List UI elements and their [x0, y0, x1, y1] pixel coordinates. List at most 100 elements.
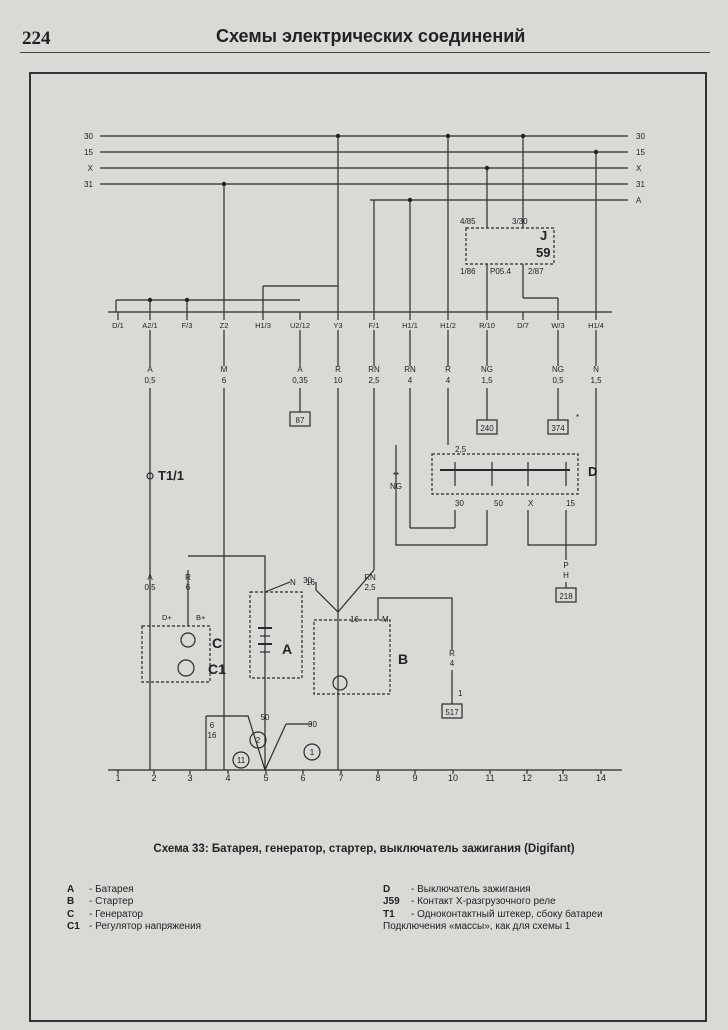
asterisk: 1 [458, 689, 463, 698]
bottom-number: 8 [375, 773, 380, 783]
ground-point-label: 1 [310, 748, 315, 757]
generator-symbol [180, 632, 196, 648]
connector-label: W/3 [551, 321, 564, 330]
component-label-d: D [588, 464, 597, 479]
regulator-symbol [177, 659, 195, 677]
bottom-number: 6 [300, 773, 305, 783]
legend-item: Подключения «массы», как для схемы 1 [383, 920, 571, 932]
wire [337, 569, 375, 613]
bus-label: 30 [84, 132, 93, 141]
connector-label: R/10 [479, 321, 495, 330]
connector-label: A2/1 [142, 321, 157, 330]
wire-color-label: A [147, 365, 153, 374]
ref-box [441, 703, 463, 719]
relay-pin: 4/85 [460, 217, 476, 226]
switch-pin-label: 15 [566, 499, 575, 508]
switch-pin-label: 50 [494, 499, 503, 508]
diagram-frame [29, 72, 707, 1022]
ground-point-label: 11 [237, 756, 246, 765]
wires [100, 133, 628, 774]
diagram-caption: Схема 33: Батарея, генератор, стартер, в… [153, 843, 575, 855]
junction-dot [520, 133, 526, 139]
wire-size-label: 4 [446, 376, 451, 385]
ground-point-circle [249, 731, 267, 749]
wire-color-label: RN [404, 365, 416, 374]
bottom-number: 10 [448, 773, 458, 783]
relay-pin: 2/87 [528, 267, 544, 276]
connector-label: D/7 [517, 321, 529, 330]
connector-label: F/1 [369, 321, 380, 330]
bottom-number: 1 [115, 773, 120, 783]
wire-color-label: R [335, 365, 341, 374]
wire-size-label: 0,5 [552, 376, 564, 385]
legend-item: A- Батарея [67, 884, 134, 895]
ref-box [289, 411, 311, 427]
wire [395, 445, 488, 546]
wire-size-label: 16 [306, 578, 315, 587]
legend-item: T1- Одноконтактный штекер, сбоку батареи [383, 908, 603, 920]
connector-label: H1/4 [588, 321, 604, 330]
component-label-c1: C1 [208, 661, 226, 677]
wire-size-label: 30 [303, 576, 312, 585]
legend-item: B- Стартер [67, 896, 134, 908]
legend-left: A- Батарея B- Стартер C- Генератор C1- Р… [67, 884, 201, 933]
junction-dot [335, 133, 341, 139]
wire-size-label: 2,5 [364, 583, 376, 592]
ignition-switch-box [431, 453, 579, 495]
connector-label: H1/1 [402, 321, 418, 330]
wire-color-label: N [593, 365, 599, 374]
ground-point-circle [303, 743, 321, 761]
junction-dot [184, 297, 190, 303]
wire-size-label: 6 [186, 583, 191, 592]
wire-size-label: 4 [450, 659, 455, 668]
ref-label: 87 [296, 416, 305, 425]
legend-right: D- Выключатель зажигания J59- Контакт X-… [383, 884, 603, 933]
ref-label: 517 [445, 708, 459, 717]
ref-box [547, 419, 569, 435]
bus-label: X [636, 164, 642, 173]
relay-pin: P05.4 [490, 267, 511, 276]
bottom-number: 7 [338, 773, 343, 783]
wire-size-label: 16 [208, 731, 217, 740]
pin-label: M [382, 615, 389, 624]
pin-label: D+ [162, 613, 172, 622]
wire-color-label: R [445, 365, 451, 374]
starter-motor-icon [332, 675, 348, 691]
wire-size-label: 1,5 [590, 376, 602, 385]
bus-label: 30 [636, 132, 645, 141]
junction-dot [445, 133, 451, 139]
wire-color-label: P [563, 561, 568, 570]
wire [206, 715, 266, 771]
connector-label: H1/3 [255, 321, 271, 330]
relay-pin: 3/30 [512, 217, 528, 226]
bus-label: 15 [84, 148, 93, 157]
wire-size-label: 10 [334, 376, 343, 385]
asterisk: * [576, 413, 579, 422]
wire-color-label: A [297, 365, 303, 374]
page-number: 224 [22, 28, 51, 49]
wire-color-label: RN [368, 365, 380, 374]
relay-num: 59 [536, 245, 550, 260]
component-label-c: C [212, 635, 222, 651]
bus-label: 15 [636, 148, 645, 157]
wire-size-label: 6 [222, 376, 227, 385]
starter-box [313, 619, 391, 695]
wire-size-label: 2,5 [368, 376, 380, 385]
relay-id: J [540, 228, 547, 243]
legend-item: C1- Регулятор напряжения [67, 920, 202, 932]
wire-color-label: RN [364, 573, 376, 582]
t1-connector-icon [146, 472, 154, 480]
component-label-b: B [398, 651, 408, 667]
connector-label: Y3 [333, 321, 342, 330]
battery-box [249, 591, 303, 679]
bottom-number: 12 [522, 773, 532, 783]
wire-color-label: R [449, 649, 455, 658]
wire-size-label: 0,5 [144, 583, 156, 592]
legend-item: C- Генератор [67, 908, 143, 920]
wire-color-label: 6 [210, 721, 215, 730]
bottom-number: 9 [412, 773, 417, 783]
relay-j59-box [465, 227, 555, 265]
connector-label: H1/2 [440, 321, 456, 330]
wire-color-label: A [147, 573, 153, 582]
